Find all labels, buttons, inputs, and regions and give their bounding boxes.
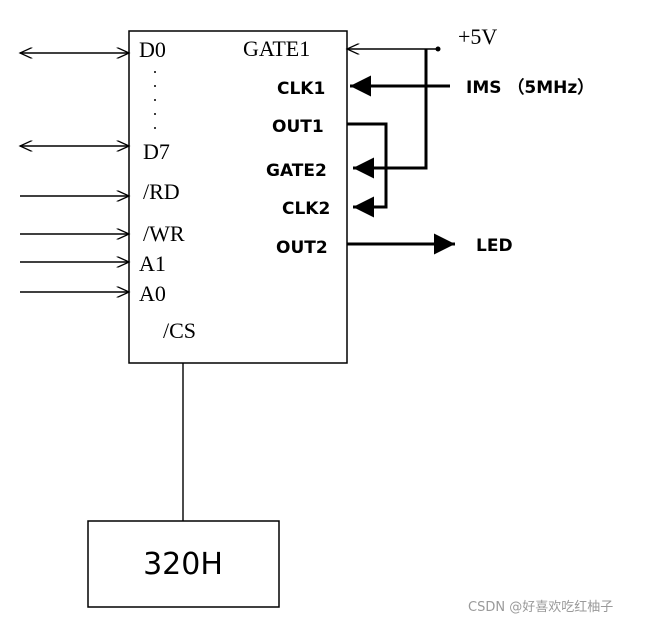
supply-node: [435, 46, 441, 52]
pin-clk2-label: CLK2: [282, 199, 330, 219]
out1-to-clk2-wire: [347, 122, 388, 218]
pin-gate2-label: GATE2: [266, 161, 327, 181]
gate2-supply-wire: [353, 49, 428, 179]
address-label: 320H: [143, 547, 223, 582]
watermark-text: CSDN @好喜欢吃红柚子: [468, 599, 613, 615]
pin-wr-label: /WR: [143, 221, 185, 246]
pin-out1-label: OUT1: [272, 117, 324, 137]
pin-cs-label: /CS: [163, 318, 196, 343]
clock-source-label: IMS （5MHz）: [466, 77, 594, 98]
led-label: LED: [476, 236, 513, 256]
pin-rd-label: /RD: [143, 179, 180, 204]
data-bus-ellipsis: [154, 71, 156, 129]
pin-out2-label: OUT2: [276, 238, 328, 258]
address-decoder-box: [87, 520, 280, 608]
pin-d0-label: D0: [139, 37, 166, 62]
counter-chip-box: [128, 30, 348, 364]
pin-a1-label: A1: [139, 251, 166, 276]
pin-clk1-label: CLK1: [277, 79, 325, 99]
pin-d7-label: D7: [143, 139, 170, 164]
pin-gate1-label: GATE1: [243, 36, 310, 61]
pin-a0-label: A0: [139, 281, 166, 306]
power-label: +5V: [458, 24, 497, 49]
